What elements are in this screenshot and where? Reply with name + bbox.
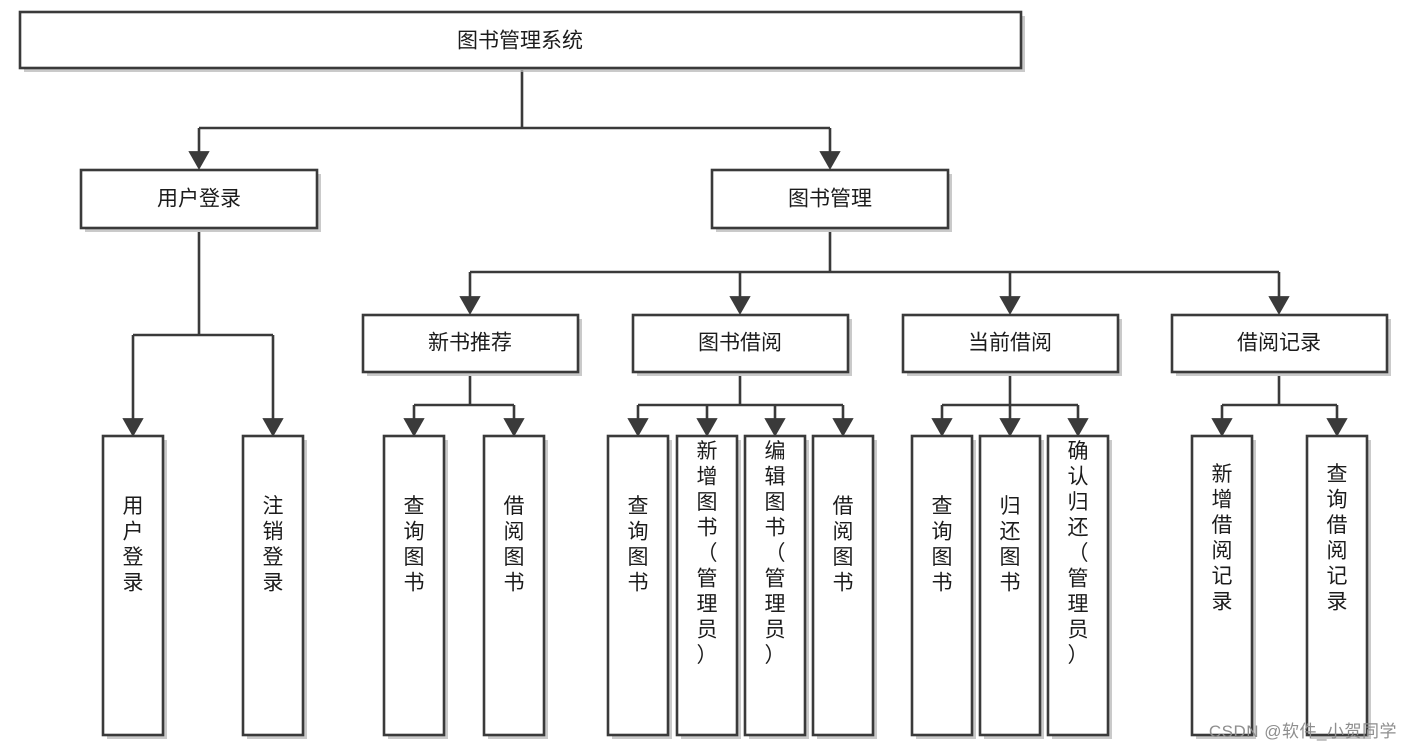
node-leaf-edit-book-label: 编辑图书（管理员） <box>765 440 786 667</box>
node-book-manage-label: 图书管理 <box>788 188 872 211</box>
node-borrow-record-label: 借阅记录 <box>1237 332 1321 355</box>
node-leaf-borrow-book-2[interactable]: 借阅图书 <box>811 434 877 739</box>
node-leaf-user-login-label: 用户登录 <box>123 495 144 595</box>
node-book-borrow[interactable]: 图书借阅 <box>631 313 852 376</box>
node-book-borrow-label: 图书借阅 <box>698 332 782 355</box>
node-leaf-borrow-book-2-box <box>811 434 875 737</box>
node-user-login[interactable]: 用户登录 <box>79 168 321 232</box>
node-leaf-query-book-3-label: 查询图书 <box>932 495 953 595</box>
node-user-login-label: 用户登录 <box>157 188 241 211</box>
node-current-borrow[interactable]: 当前借阅 <box>901 313 1122 376</box>
node-leaf-query-book-3-box <box>910 434 974 737</box>
node-leaf-confirm-return-box <box>1046 434 1110 737</box>
node-new-book-recommend-box <box>361 313 580 374</box>
node-borrow-record-box <box>1170 313 1389 374</box>
connectors-layer <box>122 70 1348 437</box>
node-leaf-query-book-1[interactable]: 查询图书 <box>382 434 448 739</box>
node-leaf-confirm-return-label: 确认归还（管理员） <box>1068 440 1089 667</box>
node-leaf-query-book-2-label: 查询图书 <box>628 495 649 595</box>
node-root[interactable]: 图书管理系统 <box>18 10 1025 72</box>
node-leaf-user-login[interactable]: 用户登录 <box>101 434 167 739</box>
node-leaf-logout[interactable]: 注销登录 <box>241 434 307 739</box>
node-leaf-query-record-box <box>1305 434 1369 737</box>
csdn-watermark: CSDN @软件_小贺同学 <box>1208 722 1397 741</box>
node-leaf-borrow-book-2-label: 借阅图书 <box>833 495 854 595</box>
node-root-label: 图书管理系统 <box>457 30 583 53</box>
node-leaf-query-record-label: 查询借阅记录 <box>1327 463 1348 614</box>
node-root-box <box>18 10 1023 70</box>
node-leaf-user-login-box <box>101 434 165 737</box>
node-user-login-box <box>79 168 319 230</box>
node-leaf-query-book-1-label: 查询图书 <box>404 495 425 595</box>
node-book-manage[interactable]: 图书管理 <box>710 168 952 232</box>
node-book-borrow-box <box>631 313 850 374</box>
node-leaf-borrow-book-1-box <box>482 434 546 737</box>
node-current-borrow-label: 当前借阅 <box>968 332 1052 355</box>
node-leaf-query-book-3[interactable]: 查询图书 <box>910 434 976 739</box>
node-leaf-query-record[interactable]: 查询借阅记录 <box>1305 434 1371 739</box>
node-leaf-confirm-return[interactable]: 确认归还（管理员） <box>1046 434 1112 739</box>
node-leaf-add-book[interactable]: 新增图书（管理员） <box>675 434 741 739</box>
node-leaf-add-book-box <box>675 434 739 737</box>
node-current-borrow-box <box>901 313 1120 374</box>
node-leaf-query-book-2-box <box>606 434 670 737</box>
node-leaf-borrow-book-1[interactable]: 借阅图书 <box>482 434 548 739</box>
node-book-manage-box <box>710 168 950 230</box>
node-leaf-add-record[interactable]: 新增借阅记录 <box>1190 434 1256 739</box>
node-leaf-logout-box <box>241 434 305 737</box>
node-new-book-recommend-label: 新书推荐 <box>428 332 512 355</box>
node-leaf-borrow-book-1-label: 借阅图书 <box>504 495 525 595</box>
node-leaf-return-book[interactable]: 归还图书 <box>978 434 1044 739</box>
node-borrow-record[interactable]: 借阅记录 <box>1170 313 1391 376</box>
node-leaf-return-book-label: 归还图书 <box>1000 495 1021 595</box>
node-leaf-add-record-box <box>1190 434 1254 737</box>
node-leaf-edit-book-box <box>743 434 807 737</box>
node-leaf-query-book-1-box <box>382 434 446 737</box>
node-leaf-logout-label: 注销登录 <box>263 495 284 595</box>
node-leaf-edit-book[interactable]: 编辑图书（管理员） <box>743 434 809 739</box>
node-leaf-query-book-2[interactable]: 查询图书 <box>606 434 672 739</box>
node-leaf-add-book-label: 新增图书（管理员） <box>697 440 718 667</box>
node-leaf-return-book-box <box>978 434 1042 737</box>
node-new-book-recommend[interactable]: 新书推荐 <box>361 313 582 376</box>
node-leaf-add-record-label: 新增借阅记录 <box>1212 463 1233 614</box>
